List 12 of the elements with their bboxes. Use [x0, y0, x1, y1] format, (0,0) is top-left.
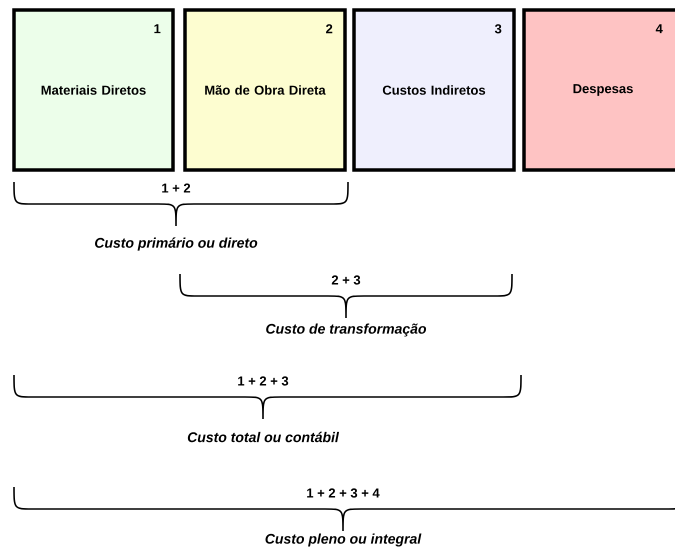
sum-label: 1 + 2 + 3 — [236, 375, 290, 387]
brace-caption: Custo primário ou direto — [95, 237, 258, 251]
brace-caption: Custo total ou contábil — [188, 432, 340, 442]
sum-label: 1 + 2 + 3 + 4 — [305, 487, 381, 499]
box-number: 4 — [656, 24, 663, 34]
box-number: 2 — [326, 24, 332, 34]
sum-label: 1 + 2 — [160, 182, 192, 194]
box-number: 1 — [154, 24, 160, 34]
box-number: 3 — [494, 24, 502, 34]
sum-label: 2 + 3 — [330, 274, 362, 286]
brace-caption: Custo de transformação — [266, 323, 426, 337]
brace-caption: Custo pleno ou integral — [266, 533, 422, 547]
